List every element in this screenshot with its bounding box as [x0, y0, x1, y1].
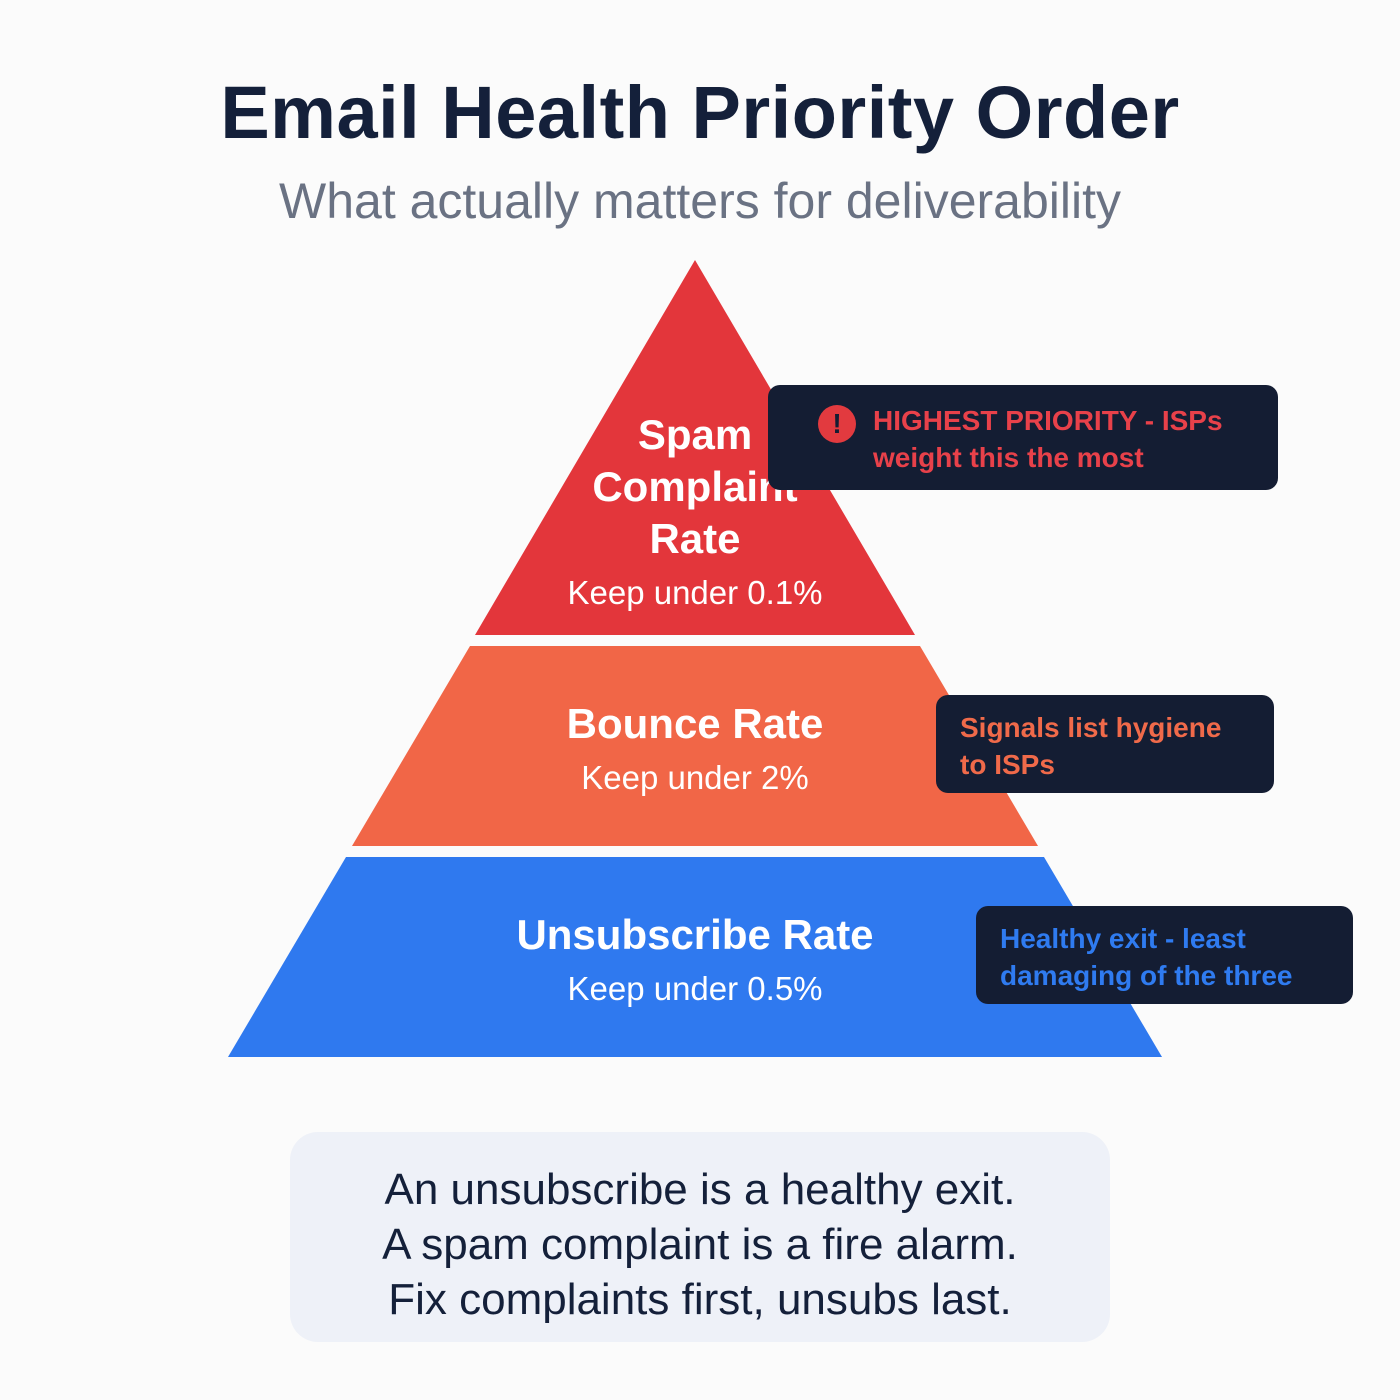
callout-highest-priority-line-2: weight this the most — [873, 442, 1144, 473]
tier-spam-complaint-shape — [475, 260, 915, 635]
tier-bounce-shape — [352, 646, 1038, 846]
tier-unsubscribe-shape — [228, 857, 1162, 1057]
tier-spam-complaint: Spam Complaint Rate Keep under 0.1% — [475, 260, 915, 635]
callout-list-hygiene: Signals list hygiene to ISPs — [936, 695, 1274, 793]
tier-unsubscribe: Unsubscribe Rate Keep under 0.5% — [228, 857, 1162, 1057]
callout-healthy-exit: Healthy exit - least damaging of the thr… — [976, 906, 1353, 1004]
callout-list-hygiene-line-1: Signals list hygiene — [960, 712, 1222, 743]
callout-highest-priority: ! HIGHEST PRIORITY - ISPs weight this th… — [768, 385, 1278, 490]
callout-highest-priority-line-1: HIGHEST PRIORITY - ISPs — [873, 405, 1223, 436]
tier-spam-complaint-title-line-3: Rate — [649, 515, 740, 562]
tier-bounce-threshold: Keep under 2% — [581, 759, 809, 796]
tier-bounce: Bounce Rate Keep under 2% — [352, 646, 1038, 846]
tier-spam-complaint-threshold: Keep under 0.1% — [567, 574, 822, 611]
page-title: Email Health Priority Order — [220, 71, 1180, 154]
tier-spam-complaint-title-line-2: Complaint — [592, 463, 797, 510]
priority-pyramid: Spam Complaint Rate Keep under 0.1% Boun… — [228, 260, 1162, 1057]
callout-list-hygiene-line-2: to ISPs — [960, 749, 1055, 780]
summary-note-line-1: An unsubscribe is a healthy exit. — [384, 1165, 1016, 1214]
callout-healthy-exit-line-1: Healthy exit - least — [1000, 923, 1246, 954]
summary-note: An unsubscribe is a healthy exit. A spam… — [290, 1132, 1110, 1342]
callout-healthy-exit-line-2: damaging of the three — [1000, 960, 1293, 991]
tier-unsubscribe-threshold: Keep under 0.5% — [567, 970, 822, 1007]
exclamation-icon: ! — [818, 405, 856, 443]
page-subtitle: What actually matters for deliverability — [279, 173, 1121, 229]
summary-note-line-3: Fix complaints first, unsubs last. — [388, 1275, 1012, 1324]
summary-note-line-2: A spam complaint is a fire alarm. — [382, 1220, 1018, 1269]
tier-spam-complaint-title-line-1: Spam — [638, 411, 752, 458]
tier-bounce-title: Bounce Rate — [567, 700, 824, 747]
tier-unsubscribe-title: Unsubscribe Rate — [516, 911, 873, 958]
